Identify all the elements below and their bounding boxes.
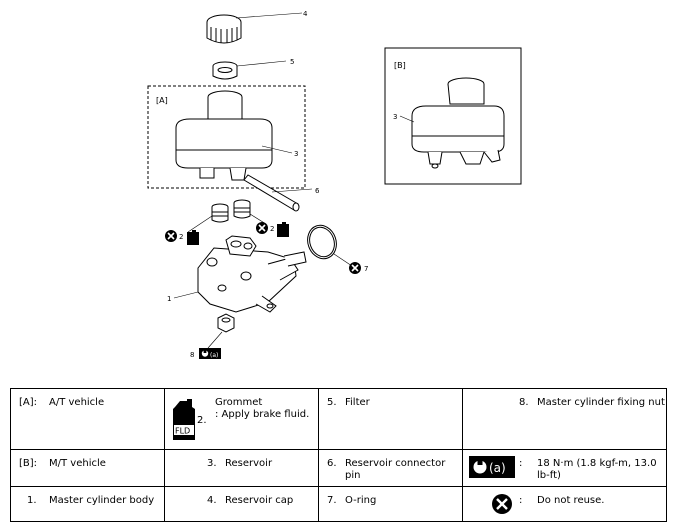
leader-3 — [261, 145, 293, 154]
reservoir-mt — [411, 77, 505, 169]
box-b-frame — [384, 47, 522, 185]
callout-6: 6 — [315, 187, 320, 195]
reservoir-at — [175, 90, 273, 181]
do-not-reuse-icon — [492, 494, 512, 514]
legend-cell: [B]: M/T vehicle — [10, 449, 165, 487]
legend-value: Master cylinder body — [49, 495, 155, 506]
legend-cell: [A]: A/T vehicle — [10, 388, 165, 450]
legend-key: 5. — [327, 397, 337, 408]
legend-key: [B]: — [19, 458, 38, 469]
legend-value: Filter — [345, 397, 370, 408]
legend-cell: 4. Reservoir cap — [164, 486, 319, 522]
leader-3b — [399, 115, 415, 123]
callout-8: 8 — [190, 351, 194, 359]
box-a-label: [A] — [156, 96, 168, 105]
brake-fluid-icon: FLD — [173, 399, 195, 440]
master-cylinder-body — [197, 235, 307, 313]
legend-key: 6. — [327, 458, 337, 469]
tightening-torque-icon: (a) — [199, 348, 221, 359]
callout-3: 3 — [294, 150, 298, 158]
legend-cell: 3. Reservoir — [164, 449, 319, 487]
legend-value: Reservoir cap — [225, 495, 294, 506]
leader-8 — [207, 331, 223, 349]
legend-key: 8. — [519, 397, 529, 408]
torque-icon-label: (a) — [210, 352, 218, 359]
legend-value: M/T vehicle — [49, 458, 106, 469]
grommet-left — [211, 203, 229, 223]
legend-key: : — [519, 495, 523, 506]
legend-key: 3. — [207, 458, 217, 469]
legend-cell: 6. Reservoir connector pin — [318, 449, 463, 487]
o-ring — [307, 224, 337, 260]
box-a-frame — [147, 85, 306, 189]
legend-row: [A]: A/T vehicle FLD 2. Grommet : Apply … — [10, 388, 667, 450]
callout-3b: 3 — [393, 113, 397, 121]
leader-7 — [333, 253, 353, 267]
filter — [212, 61, 238, 80]
leader-6 — [271, 188, 313, 193]
callout-2b: 2 — [270, 225, 274, 233]
legend-value: A/T vehicle — [49, 397, 105, 408]
legend-value: Do not reuse. — [537, 495, 605, 506]
legend-value: Reservoir — [225, 458, 273, 469]
callout-5: 5 — [290, 58, 294, 66]
grommet-right — [233, 199, 251, 219]
legend-cell: 5. Filter — [318, 388, 463, 450]
leader-5 — [236, 60, 287, 67]
do-not-reuse-icon — [256, 222, 268, 234]
brake-fluid-icon — [277, 222, 289, 237]
do-not-reuse-icon — [349, 262, 361, 274]
legend-cell: FLD 2. Grommet : Apply brake fluid. — [164, 388, 319, 450]
legend-key: [A]: — [19, 397, 38, 408]
legend-key: : — [519, 458, 523, 469]
legend-key: 2. — [197, 415, 207, 426]
legend-value: O-ring — [345, 495, 377, 506]
leader-2a — [187, 215, 213, 233]
legend-row: [B]: M/T vehicle 3. Reservoir 6. Reservo… — [10, 449, 667, 487]
leader-1 — [173, 291, 199, 299]
legend-cell: 1. Master cylinder body — [10, 486, 165, 522]
callout-2a: 2 — [179, 233, 183, 241]
fluid-icon-label: FLD — [175, 427, 190, 436]
callout-7: 7 — [364, 265, 368, 273]
legend-table: [A]: A/T vehicle FLD 2. Grommet : Apply … — [10, 388, 667, 522]
exploded-view-diagram: [A] [B] 4 5 3 6 — [147, 10, 522, 359]
legend-key: 4. — [207, 495, 217, 506]
legend-value: Grommet : Apply brake fluid. — [215, 397, 310, 420]
legend-key: 1. — [27, 495, 37, 506]
brake-fluid-icon — [187, 230, 199, 245]
legend-value: Master cylinder fixing nut — [537, 397, 665, 408]
legend-cell: 8. Master cylinder fixing nut — [462, 388, 667, 450]
legend-key: 7. — [327, 495, 337, 506]
leader-4 — [235, 12, 303, 19]
legend-row: 1. Master cylinder body 4. Reservoir cap… — [10, 486, 667, 522]
torque-icon-label: (a) — [489, 461, 506, 475]
legend-value: 18 N·m (1.8 kgf-m, 13.0 lb-ft) — [537, 458, 657, 481]
legend-cell: 7. O-ring — [318, 486, 463, 522]
callout-4: 4 — [303, 10, 308, 18]
reservoir-cap — [206, 14, 242, 44]
box-b-label: [B] — [394, 61, 406, 70]
legend-cell: : Do not reuse. — [462, 486, 667, 522]
do-not-reuse-icon — [165, 230, 177, 242]
callout-1: 1 — [167, 295, 171, 303]
reservoir-connector-pin — [243, 174, 300, 212]
legend-value: Reservoir connector pin — [345, 458, 446, 481]
master-cylinder-fixing-nut — [217, 313, 235, 333]
tightening-torque-icon: (a) — [469, 456, 515, 478]
legend-cell: (a) : 18 N·m (1.8 kgf-m, 13.0 lb-ft) — [462, 449, 667, 487]
